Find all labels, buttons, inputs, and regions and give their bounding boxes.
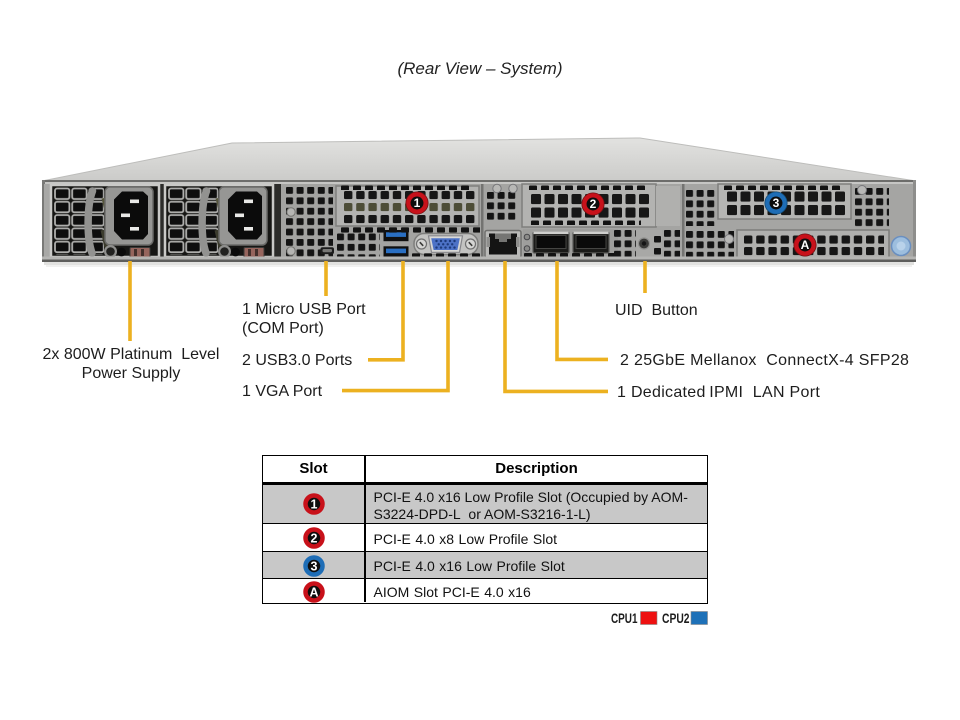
svg-text:1: 1 xyxy=(311,498,318,512)
svg-text:A: A xyxy=(801,238,810,252)
svg-text:CPU2: CPU2 xyxy=(662,611,690,626)
svg-text:1: 1 xyxy=(414,196,421,210)
svg-text:3: 3 xyxy=(311,560,318,574)
svg-text:3: 3 xyxy=(773,196,780,210)
svg-text:A: A xyxy=(309,586,318,600)
svg-text:2: 2 xyxy=(311,532,318,546)
svg-text:CPU1: CPU1 xyxy=(611,611,638,626)
svg-text:2: 2 xyxy=(590,197,597,211)
